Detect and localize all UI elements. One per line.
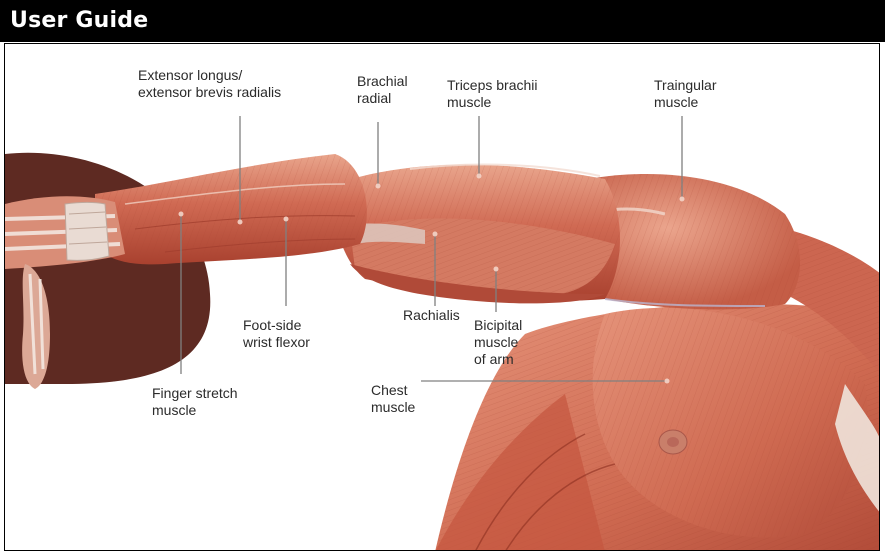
wrist-band	[65, 203, 109, 261]
label-triceps-brachii: Triceps brachii muscle	[447, 77, 538, 111]
muscle-diagram: Extensor longus/ extensor brevis radiali…	[4, 43, 880, 551]
label-triangular-muscle: Traingular muscle	[654, 77, 717, 111]
page-header: User Guide	[0, 0, 885, 42]
label-finger-stretch: Finger stretch muscle	[152, 385, 238, 419]
label-chest-muscle: Chest muscle	[371, 382, 415, 416]
label-rachialis: Rachialis	[403, 307, 460, 324]
label-bicipital-muscle: Bicipital muscle of arm	[474, 317, 522, 368]
label-brachial-radial: Brachial radial	[357, 73, 408, 107]
page-title: User Guide	[10, 8, 148, 33]
label-foot-side-wrist-flexor: Foot-side wrist flexor	[243, 317, 310, 351]
arm-muscle-illustration	[5, 44, 880, 551]
label-extensor-longus: Extensor longus/ extensor brevis radiali…	[138, 67, 281, 101]
